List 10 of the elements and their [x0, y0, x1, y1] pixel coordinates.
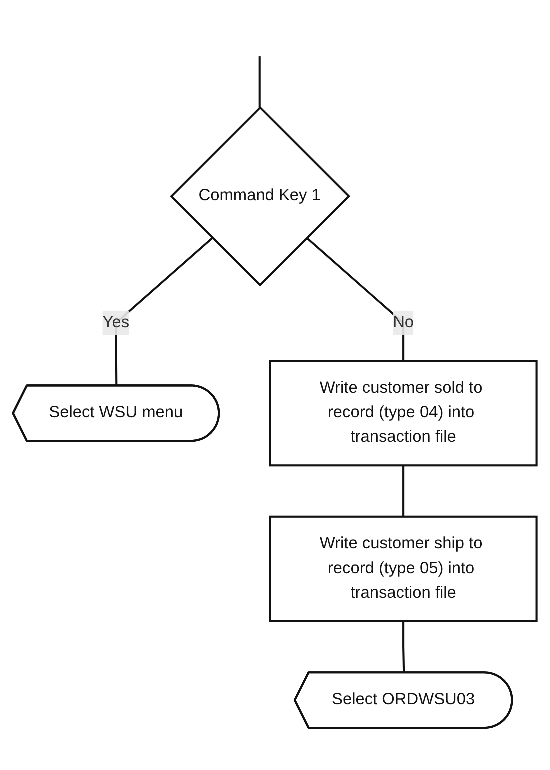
display-shape: Select ORDWSU03: [294, 672, 514, 729]
process-box: Write customer sold to record (type 04) into transaction file: [269, 360, 538, 467]
connector: [402, 466, 405, 517]
edge-label: No: [393, 310, 414, 336]
connector: [258, 56, 261, 108]
edge-label: Yes: [102, 310, 130, 336]
process-box: Write customer ship to record (type 05) into transaction file: [269, 516, 538, 622]
decision-diamond: Command Key 1: [170, 106, 351, 287]
connector: [402, 621, 406, 674]
display-shape: Select WSU menu: [12, 384, 220, 442]
